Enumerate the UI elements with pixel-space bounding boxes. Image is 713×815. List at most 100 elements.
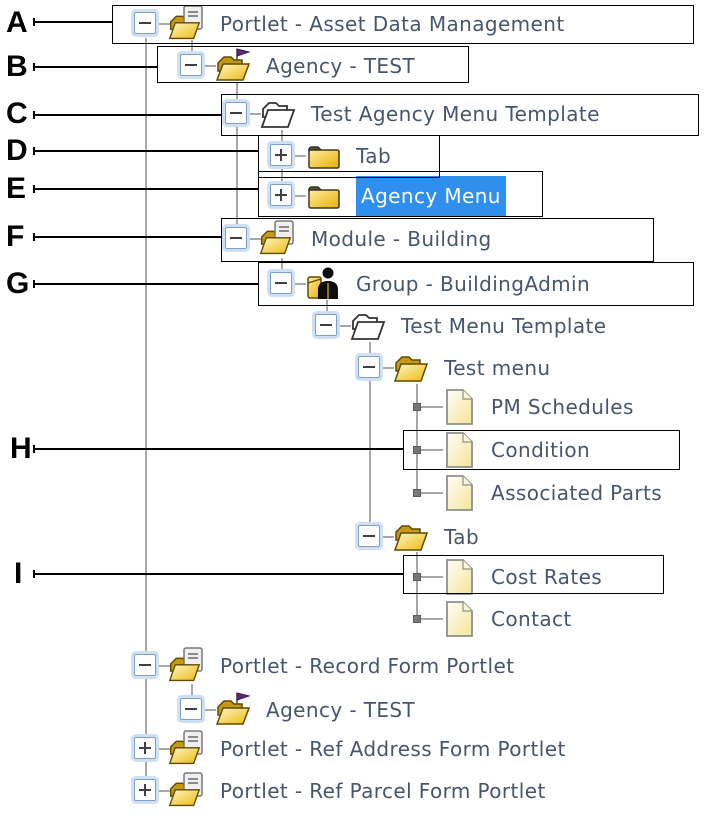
tree-node-label[interactable]: Tab [444,525,480,549]
expander-minus-icon[interactable] [225,102,247,124]
tree-node-condition: Condition [0,429,713,471]
tree-connector [381,536,394,538]
open-folder-icon[interactable] [392,349,430,387]
tree-node-portlet-record-form: Portlet - Record Form Portlet [0,645,713,687]
tree-node-label[interactable]: Condition [491,438,591,462]
tree-node-label[interactable]: Portlet - Record Form Portlet [220,654,515,678]
tree-node-associated-parts: Associated Parts [0,472,713,514]
tree-connector [157,23,170,25]
document-icon[interactable] [439,600,477,638]
expander-plus-icon[interactable] [270,144,292,166]
leaf-bullet-icon [413,446,421,454]
tree-connector [203,709,216,711]
annotation-letter-f: F [6,220,25,253]
annotation-letter-i: I [14,557,23,590]
tree-node-portlet-ref-address-form: Portlet - Ref Address Form Portlet [0,728,713,770]
annotation-letter-e: E [6,172,27,205]
expander-minus-icon[interactable] [225,227,247,249]
document-icon[interactable] [439,388,477,426]
annotation-letter-a: A [6,6,28,39]
tree-node-agency-test-2: Agency - TEST [0,689,713,731]
tree-node-label[interactable]: PM Schedules [491,395,634,419]
tree-node-tab-2: Tab [0,516,713,558]
tree-connector [419,406,443,408]
tree-connector [293,195,306,197]
expander-minus-icon[interactable] [134,654,156,676]
expander-minus-icon[interactable] [315,314,337,336]
leaf-bullet-icon [413,489,421,497]
annotation-letter-b: B [6,50,28,83]
tree-node-label[interactable]: Associated Parts [491,481,663,505]
tree-node-label[interactable]: Portlet - Ref Address Form Portlet [220,737,566,761]
expander-minus-icon[interactable] [134,12,156,34]
tree-connector [203,65,216,67]
tree-connector [293,155,306,157]
tree-node-label[interactable]: Module - Building [311,227,492,251]
annotation-letter-d: D [6,134,28,167]
agency-flag-folder-icon[interactable] [214,691,252,729]
tree-branch-line [416,384,418,493]
open-folder-icon[interactable] [392,518,430,556]
tree-connector [419,576,443,578]
tree-node-label[interactable]: Cost Rates [491,565,603,589]
tree-node-label[interactable]: Portlet - Ref Parcel Form Portlet [220,779,546,803]
tree-node-label[interactable]: Tab [356,144,392,168]
expander-plus-icon[interactable] [270,184,292,206]
expander-minus-icon[interactable] [180,54,202,76]
group-person-icon[interactable] [304,265,342,303]
agency-flag-folder-icon[interactable] [214,47,252,85]
tree-connector [293,283,306,285]
tree-node-label[interactable]: Agency - TEST [266,698,416,722]
leaf-bullet-icon [413,403,421,411]
tree-node-test-menu-template: Test Menu Template [0,305,713,347]
tree-node-label[interactable]: Test menu [444,356,551,380]
expander-minus-icon[interactable] [358,525,380,547]
expander-plus-icon[interactable] [134,737,156,759]
portlet-folder-icon[interactable] [168,730,206,768]
portlet-folder-icon[interactable] [259,220,297,258]
tree-node-module-building: Module - Building [0,218,713,260]
tree-branch-line [281,258,283,284]
tree-connector [338,325,351,327]
tree-node-portlet-asset-data-management: Portlet - Asset Data Management [0,3,713,45]
portlet-folder-icon[interactable] [168,5,206,43]
tree-connector [157,790,170,792]
portlet-folder-icon[interactable] [168,647,206,685]
tree-node-agency-test: Agency - TEST [0,45,713,87]
tree-node-test-menu: Test menu [0,347,713,389]
tree-connector [248,238,261,240]
tree-node-contact: Contact [0,598,713,640]
tree-branch-line [416,552,418,619]
expander-minus-icon[interactable] [270,272,292,294]
tree-node-label-selected[interactable]: Agency Menu [356,176,506,216]
tree-node-cost-rates: Cost Rates [0,556,713,598]
tree-branch-line [191,40,193,66]
expander-minus-icon[interactable] [358,356,380,378]
template-folder-icon[interactable] [259,95,297,133]
template-folder-icon[interactable] [349,307,387,345]
expander-plus-icon[interactable] [134,779,156,801]
closed-folder-icon[interactable] [304,137,342,175]
expander-minus-icon[interactable] [180,698,202,720]
tree-connector [419,618,443,620]
document-icon[interactable] [439,558,477,596]
leaf-bullet-icon [413,573,421,581]
tree-node-label[interactable]: Contact [491,607,572,631]
tree-connector [381,367,394,369]
closed-folder-icon[interactable] [304,177,342,215]
tree-node-label[interactable]: Test Menu Template [401,314,607,338]
tree-node-label[interactable]: Agency - TEST [266,54,416,78]
portlet-folder-icon[interactable] [168,772,206,810]
tree-branch-line [191,684,193,710]
tree-branch-line [236,82,238,239]
document-icon[interactable] [439,474,477,512]
tree-node-label[interactable]: Portlet - Asset Data Management [220,12,565,36]
tree-node-label[interactable]: Group - BuildingAdmin [356,272,591,296]
document-icon[interactable] [439,431,477,469]
tree-branch-line [369,342,371,537]
tree-node-tab: Tab [0,135,713,177]
tree-connector [157,665,170,667]
tree-trunk-line [145,38,147,791]
tree-node-label[interactable]: Test Agency Menu Template [311,102,600,126]
